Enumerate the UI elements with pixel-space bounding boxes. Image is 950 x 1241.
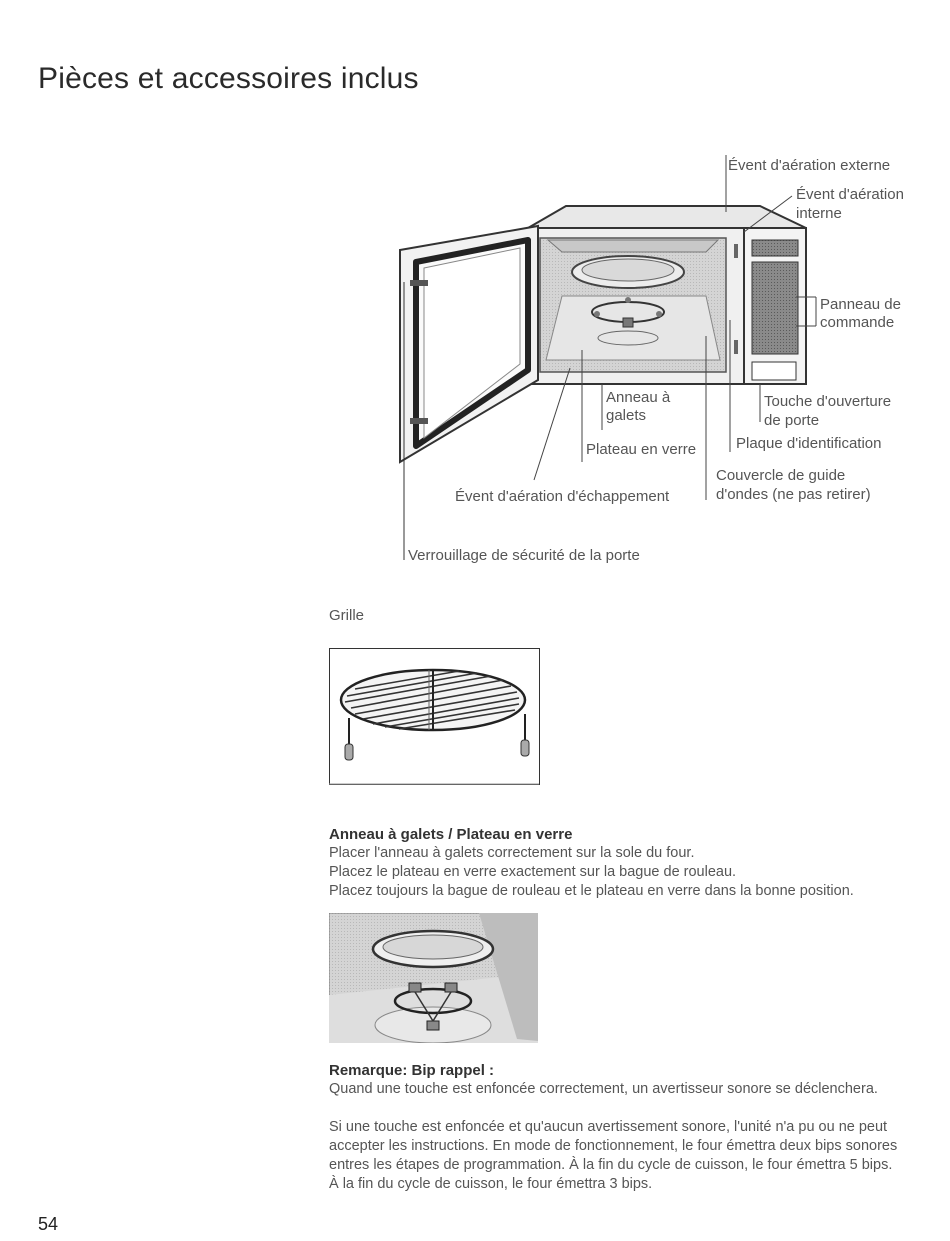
label-vent-internal-line1: Évent d'aération <box>796 186 904 203</box>
label-id-plate: Plaque d'identification <box>736 435 882 452</box>
ring-section-line-3: Placez toujours la bague de rouleau et l… <box>329 883 854 899</box>
label-door-lock: Verrouillage de sécurité de la porte <box>408 547 640 564</box>
ring-tray-photo <box>329 913 538 1043</box>
label-waveguide-line1: Couvercle de guide <box>716 467 846 484</box>
note-section-heading: Remarque: Bip rappel : <box>329 1062 495 1079</box>
page-title: Pièces et accessoires inclus <box>38 62 419 95</box>
label-control-panel-line1: Panneau de <box>820 296 901 313</box>
label-door-button-line1: Touche d'ouverture <box>764 393 892 410</box>
note-paragraph-1: Quand une touche est enfoncée correcteme… <box>329 1081 878 1097</box>
ring-section-line-2: Placez le plateau en verre exactement su… <box>329 864 737 880</box>
door-illustration <box>399 224 539 560</box>
label-vent-internal-line2: interne <box>796 205 842 222</box>
rack-caption: Grille <box>329 607 365 624</box>
label-door-button-line2: de porte <box>764 412 820 429</box>
label-vent-external: Évent d'aération externe <box>728 157 891 174</box>
label-roller-ring-line2: galets <box>606 407 647 424</box>
label-control-panel-line2: commande <box>820 314 895 331</box>
label-waveguide-line2: d'ondes (ne pas retirer) <box>716 486 871 503</box>
microwave-diagram <box>399 155 817 560</box>
rack-illustration <box>329 648 540 785</box>
roller-ring-illustration <box>591 297 665 346</box>
glass-tray-illustration <box>571 255 685 289</box>
ring-section-heading: Anneau à galets / Plateau en verre <box>329 826 573 843</box>
label-glass-tray: Plateau en verre <box>586 441 697 458</box>
label-exhaust-vent: Évent d'aération d'échappement <box>455 488 670 505</box>
note-paragraph-2: Si une touche est enfoncée et qu'aucun a… <box>329 1119 898 1192</box>
page-number: 54 <box>38 1214 59 1234</box>
control-panel-illustration <box>734 227 807 385</box>
leader-lines <box>533 155 817 500</box>
ring-section-line-1: Placer l'anneau à galets correctement su… <box>329 845 695 861</box>
label-roller-ring-line1: Anneau à <box>606 389 671 406</box>
